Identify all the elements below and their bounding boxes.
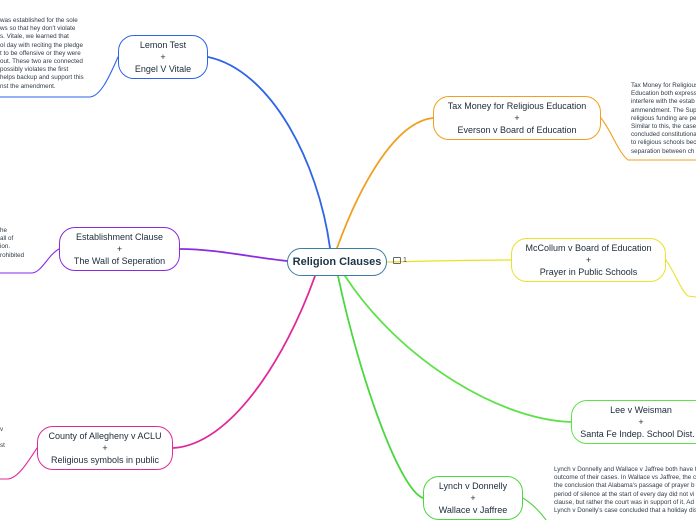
branch-allegheny — [172, 275, 316, 449]
topic-line: County of Allegheny v ACLU — [48, 431, 162, 441]
topic-line: Lynch v Donnelly — [438, 481, 508, 491]
branch-lee — [344, 275, 572, 423]
topic-line: Santa Fe Indep. School Dist. v — [580, 429, 696, 439]
topic-line: Wallace v Jaffree — [438, 505, 508, 515]
topic-lemon-test[interactable]: Lemon Test + Engel V Vitale — [118, 35, 208, 79]
topic-line: The Wall of Seperation — [73, 256, 166, 266]
note-establishment-clause: he all of ion. rohibited — [0, 227, 25, 259]
topic-line: Religious symbols in public — [50, 455, 160, 465]
topic-line: + — [638, 417, 644, 427]
note-lynch-v-donnelly: Lynch v Donnelly and Wallace v Jaffree b… — [554, 466, 696, 515]
topic-line: + — [470, 493, 476, 503]
note-lemon-test: was established for the sole ws so that … — [0, 17, 84, 90]
topic-line: Engel V Vitale — [134, 64, 192, 74]
branch-establishment — [179, 248, 288, 262]
topic-lynch-v-donnelly[interactable]: Lynch v Donnelly + Wallace v Jaffree — [423, 476, 523, 520]
note-link-lemon — [0, 56, 119, 98]
note-link-lynch — [522, 497, 547, 520]
note-link-establishment — [0, 248, 60, 274]
topic-line: + — [102, 443, 108, 453]
topic-line: Tax Money for Religious Education — [447, 101, 587, 111]
topic-county-of-allegheny[interactable]: County of Allegheny v ACLU + Religious sym… — [37, 426, 173, 470]
topic-line: Establishment Clause — [75, 232, 164, 242]
note-link-allegheny — [0, 447, 38, 480]
topic-line: + — [116, 244, 123, 254]
topic-line: Everson v Board of Education — [457, 125, 577, 135]
note-count: 1 — [403, 257, 407, 264]
note-link-everson — [600, 117, 696, 161]
note-everson-v-board: Tax Money for Religious Education both e… — [631, 82, 696, 155]
topic-line: Lee v Weisman — [610, 405, 672, 415]
branch-everson — [336, 117, 434, 249]
central-topic-label: Religion Clauses — [292, 256, 382, 268]
topic-line: Lemon Test — [139, 40, 187, 50]
branch-lemon — [207, 56, 331, 249]
branch-mccollum — [386, 259, 512, 263]
topic-line: Prayer in Public Schools — [539, 267, 638, 277]
topic-everson-v-board[interactable]: Tax Money for Religious Education + Everso… — [433, 96, 601, 140]
topic-line: + — [585, 255, 592, 265]
topic-line: + — [514, 113, 520, 123]
note-count-badge[interactable]: 1 — [393, 257, 407, 264]
branch-lynch — [337, 275, 424, 499]
topic-line: + — [160, 52, 166, 62]
note-county-of-allegheny: v st — [0, 426, 5, 450]
comment-icon — [393, 257, 401, 264]
topic-line: McCollum v Board of Education — [525, 243, 652, 253]
central-topic[interactable]: Religion Clauses — [287, 248, 387, 276]
note-link-mccollum — [665, 259, 696, 298]
topic-lee-v-weisman[interactable]: Lee v Weisman + Santa Fe Indep. School Dis… — [571, 400, 696, 444]
topic-establishment-clause[interactable]: Establishment Clause + The Wall of Seperat… — [59, 227, 180, 271]
topic-mccollum-v-board[interactable]: McCollum v Board of Education + Prayer in … — [511, 238, 666, 282]
